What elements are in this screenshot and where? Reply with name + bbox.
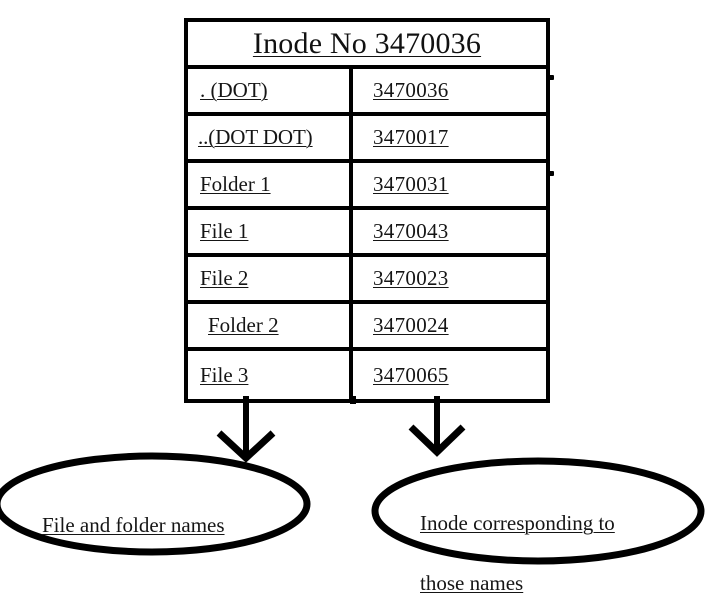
callout-label-file-names: File and folder names xyxy=(42,480,302,540)
cell-inode-number: 3470024 xyxy=(353,304,546,347)
cell-inode-number: 3470043 xyxy=(353,210,546,253)
cell-file-name: Folder 1 xyxy=(188,163,353,206)
cell-inode-number: 3470065 xyxy=(353,351,546,399)
cell-inode-number: 3470017 xyxy=(353,116,546,159)
table-row: Folder 1 3470031 xyxy=(188,163,546,210)
arrow-to-file-names xyxy=(216,396,276,463)
border-nub-marker xyxy=(546,75,554,80)
cell-file-name: File 2 xyxy=(188,257,353,300)
cell-inode-number: 3470036 xyxy=(353,69,546,112)
file-name-text: ..(DOT DOT) xyxy=(198,125,313,150)
file-name-text: File 2 xyxy=(200,266,249,291)
file-name-text: . (DOT) xyxy=(200,78,268,103)
callout-label-inode-numbers-line1: Inode corresponding to xyxy=(420,511,615,535)
callout-label-inode-numbers: Inode corresponding to those names xyxy=(420,478,660,598)
file-name-text: File 1 xyxy=(200,219,249,244)
table-row: . (DOT) 3470036 xyxy=(188,69,546,116)
table-row: File 3 3470065 xyxy=(188,351,546,399)
table-title-row: Inode No 3470036 xyxy=(188,22,546,69)
file-name-text: Folder 1 xyxy=(200,172,271,197)
cell-file-name: ..(DOT DOT) xyxy=(188,116,353,159)
inode-directory-table: Inode No 3470036 . (DOT) 3470036 ..(DOT … xyxy=(184,18,554,403)
file-name-text: Folder 2 xyxy=(208,313,279,338)
cell-file-name: . (DOT) xyxy=(188,69,353,112)
inode-number-text: 3470031 xyxy=(373,172,449,197)
cell-file-name: File 1 xyxy=(188,210,353,253)
cell-inode-number: 3470031 xyxy=(353,163,546,206)
file-name-text: File 3 xyxy=(200,362,249,387)
cell-inode-number: 3470023 xyxy=(353,257,546,300)
inode-number-text: 3470065 xyxy=(373,362,449,387)
table-row: Folder 2 3470024 xyxy=(188,304,546,351)
callout-label-file-names-text: File and folder names xyxy=(42,513,225,537)
border-nub-marker xyxy=(546,171,554,176)
inode-number-text: 3470023 xyxy=(373,266,449,291)
inode-number-text: 3470043 xyxy=(373,219,449,244)
table-row: File 1 3470043 xyxy=(188,210,546,257)
page-title: Inode No 3470036 xyxy=(252,26,482,60)
inode-number-text: 3470036 xyxy=(373,78,449,103)
callout-label-inode-numbers-line2: those names xyxy=(420,571,524,595)
inode-number-text: 3470017 xyxy=(373,125,449,150)
cell-file-name: Folder 2 xyxy=(188,304,353,347)
inode-number-text: 3470024 xyxy=(373,313,449,338)
arrow-to-inode-numbers xyxy=(408,396,466,457)
table-row: File 2 3470023 xyxy=(188,257,546,304)
table-row: ..(DOT DOT) 3470017 xyxy=(188,116,546,163)
cell-file-name: File 3 xyxy=(188,351,353,399)
